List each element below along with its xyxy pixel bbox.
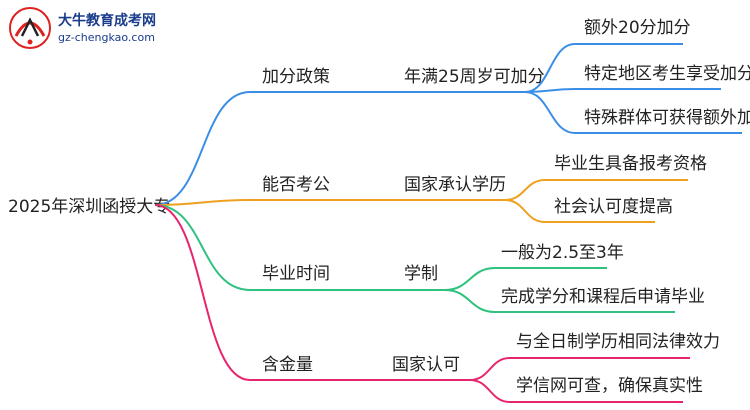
site-logo: 大牛教育成考网 gz-chengkao.com (8, 4, 178, 54)
logo-url: gz-chengkao.com (58, 31, 155, 44)
edge-leaf-0-2 (524, 91, 742, 134)
child-node-3: 国家认可 (392, 355, 460, 375)
logo-badge-icon (9, 7, 51, 49)
child-node-2: 学制 (404, 264, 438, 284)
child-node-1: 国家承认学历 (404, 175, 506, 195)
branch-label-2: 毕业时间 (262, 264, 330, 284)
edge-leaf-3-0 (469, 357, 690, 381)
child-node-0: 年满25周岁可加分 (404, 67, 545, 87)
logo-site-name: 大牛教育成考网 (58, 13, 156, 29)
leaf-1-1: 社会认可度提高 (554, 197, 673, 217)
edge-leaf-1-1 (504, 199, 655, 223)
edge-root-branch-3 (154, 204, 385, 381)
edge-root-branch-0 (154, 91, 350, 206)
edge-leaf-2-0 (444, 267, 607, 291)
leaf-0-0: 额外20分加分 (584, 18, 691, 38)
edge-leaf-0-0 (524, 43, 683, 93)
edge-leaf-0-1 (524, 88, 721, 93)
branch-label-0: 加分政策 (262, 67, 330, 87)
branch-label-3: 含金量 (262, 355, 313, 375)
edge-leaf-2-1 (444, 289, 675, 313)
branch-label-1: 能否考公 (262, 175, 330, 195)
edge-root-branch-2 (154, 204, 385, 291)
leaf-3-1: 学信网可查，确保真实性 (516, 376, 703, 396)
leaf-2-0: 一般为2.5至3年 (501, 243, 624, 263)
leaf-1-0: 毕业生具备报考资格 (554, 154, 707, 174)
leaf-3-0: 与全日制学历相同法律效力 (516, 332, 720, 352)
leaf-0-2: 特殊群体可获得额外加分 (584, 108, 750, 128)
edge-leaf-1-0 (504, 179, 688, 201)
leaf-0-1: 特定地区考生享受加分 (584, 64, 750, 84)
edge-root-branch-1 (154, 199, 385, 206)
leaf-2-1: 完成学分和课程后申请毕业 (501, 287, 705, 307)
edge-leaf-3-1 (469, 379, 683, 403)
root-node: 2025年深圳函授大专 (8, 197, 170, 217)
